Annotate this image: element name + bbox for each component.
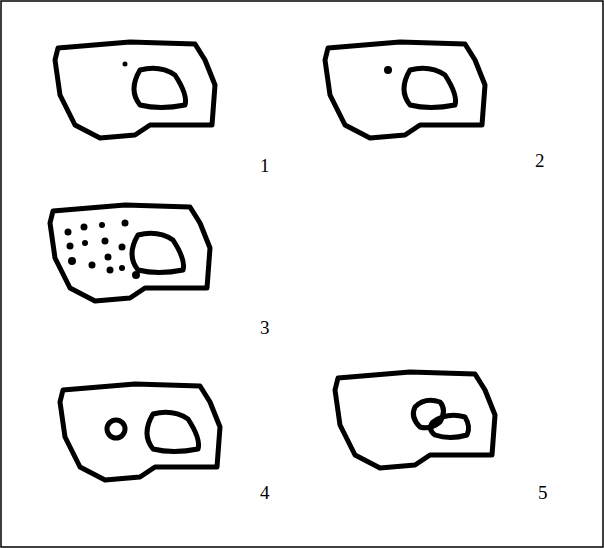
callout-number: 4 [260, 483, 270, 502]
cell [325, 42, 485, 138]
nucleus [147, 412, 199, 451]
cell [50, 205, 210, 301]
cell [60, 384, 220, 480]
vacuole [107, 420, 125, 438]
granule [123, 62, 128, 67]
nucleus [132, 233, 184, 272]
granule [384, 66, 392, 74]
callout-number: 2 [535, 151, 545, 170]
callout-number: 1 [260, 156, 270, 175]
cell [335, 372, 495, 468]
callout-number: 5 [538, 483, 548, 502]
callout-number: 3 [260, 318, 270, 337]
nucleus [413, 400, 443, 427]
nucleus [430, 415, 468, 437]
nucleus [404, 68, 456, 107]
cell [55, 42, 215, 138]
granules [65, 220, 141, 280]
nucleus [134, 68, 186, 107]
